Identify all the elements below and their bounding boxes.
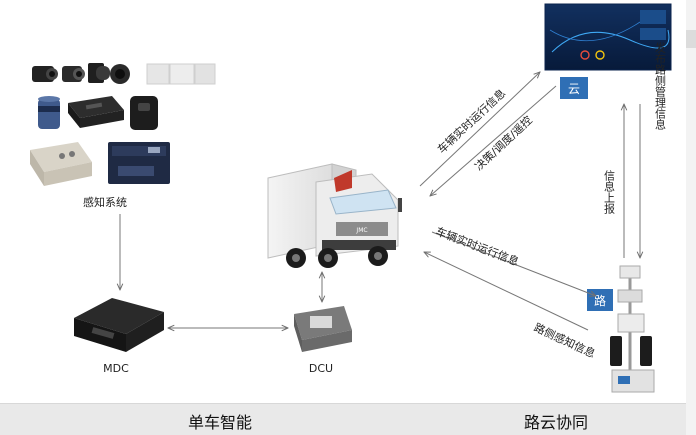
road-badge: 路 [587,289,613,311]
arrow-truck-to-cloud [419,72,540,187]
label-road-to-cloud: 信息上报 [603,170,616,215]
arrow-lines [120,72,640,330]
footer-bar: 单车智能 路云协同 [0,403,686,435]
arrow-road-to-truck [424,252,589,331]
scroll-tab [686,30,696,48]
control-box-icon [68,96,124,128]
truck: JMC [267,163,402,268]
dcu-label: DCU [309,362,333,375]
arrow-truck-to-road [431,231,596,296]
controller-icon [108,142,170,184]
footer-right-label: 路云协同 [524,413,589,432]
roadside-unit [610,265,655,393]
mdc-label: MDC [103,362,129,375]
cloud-badge-label: 云 [568,82,580,96]
sensor-cluster: 感知系统 [30,63,216,209]
scroll-strip [686,0,696,435]
inertial-unit-icon [30,142,92,186]
label-truck-to-road: 车辆实时运行信息 [434,224,521,269]
arrow-cloud-to-truck [430,85,557,196]
cloud-badge: 云 [560,77,588,99]
traffic-light-icon [610,336,622,366]
camera-icon [110,64,130,84]
lidar-icon [38,96,60,129]
camera-icon [62,66,85,82]
road-badge-label: 路 [594,293,606,308]
radar-icon [146,63,216,85]
truck-logo: JMC [355,227,367,234]
label-cloud-to-truck: 决策/调度/遥控 [472,113,535,173]
traffic-light-icon [640,336,652,366]
camera-icon [32,66,58,82]
camera-icon [88,63,110,83]
mdc-device: MDC [74,298,164,375]
label-cloud-to-road: 发布路侧管理信息 [654,41,667,130]
label-road-to-truck: 路侧感知信息 [532,320,598,361]
sensing-label: 感知系统 [83,195,127,209]
footer-left-label: 单车智能 [188,413,253,432]
cloud-dashboard [544,3,672,71]
gnss-unit-icon [130,96,158,130]
dcu-device: DCU [294,306,352,375]
